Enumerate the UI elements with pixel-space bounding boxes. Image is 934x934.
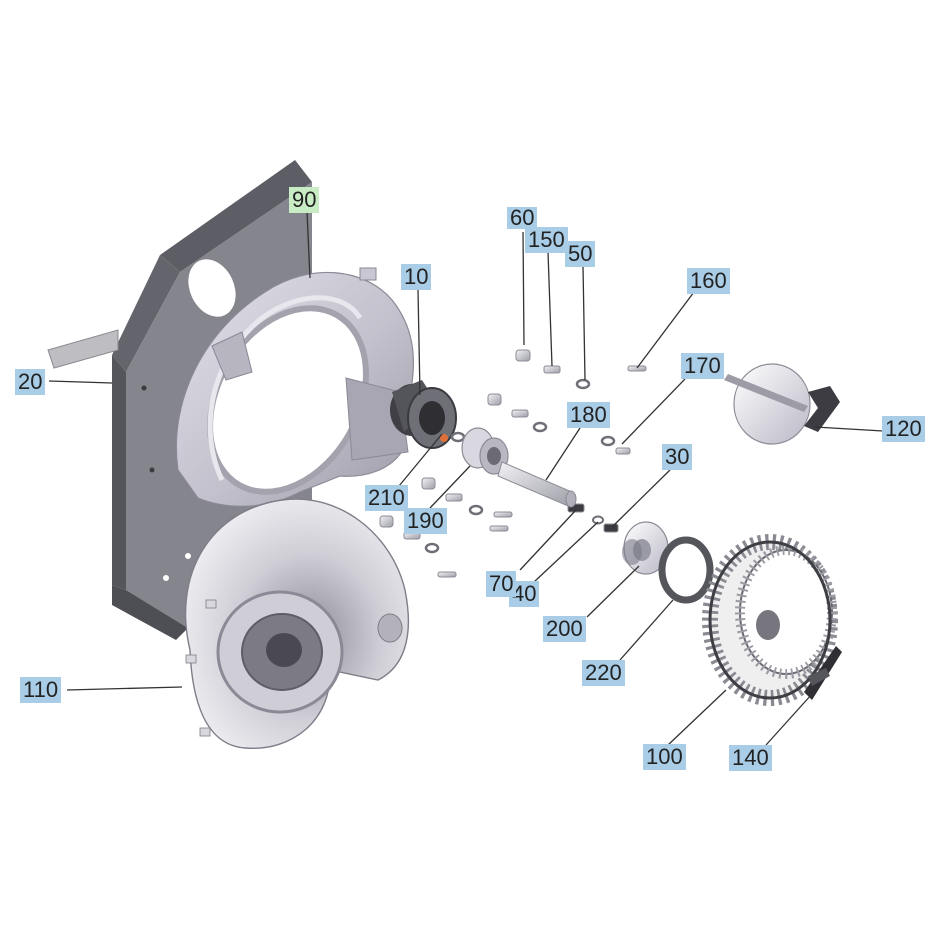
callout-170[interactable]: 170 xyxy=(681,353,724,379)
callout-30[interactable]: 30 xyxy=(662,444,693,470)
callout-110[interactable]: 110 xyxy=(20,677,62,703)
callout-220[interactable]: 220 xyxy=(582,660,625,686)
leader-lines xyxy=(48,211,884,746)
callout-20[interactable]: 20 xyxy=(15,369,46,395)
hub-disc xyxy=(622,521,669,575)
damper-flap xyxy=(724,363,840,445)
callout-100[interactable]: 100 xyxy=(643,744,686,770)
clamp-clip xyxy=(804,646,842,700)
impeller-wheel xyxy=(702,534,838,706)
motor-flange xyxy=(390,380,457,449)
callout-90[interactable]: 90 xyxy=(289,187,320,213)
callout-160[interactable]: 160 xyxy=(687,268,730,294)
sealing-ring xyxy=(440,434,448,442)
callout-200[interactable]: 200 xyxy=(543,616,586,642)
baffle-plate xyxy=(47,329,119,369)
callout-10[interactable]: 10 xyxy=(401,264,432,290)
shaft xyxy=(497,461,577,508)
front-housing xyxy=(184,498,409,749)
callout-140[interactable]: 140 xyxy=(729,745,772,771)
callout-190[interactable]: 190 xyxy=(404,508,447,534)
callout-210[interactable]: 210 xyxy=(365,485,408,511)
rear-housing xyxy=(175,267,415,507)
callout-180[interactable]: 180 xyxy=(567,402,610,428)
callout-70[interactable]: 70 xyxy=(486,571,517,597)
callout-50[interactable]: 50 xyxy=(565,241,596,267)
callout-150[interactable]: 150 xyxy=(525,227,568,253)
callout-120[interactable]: 120 xyxy=(882,416,925,442)
callout-60[interactable]: 60 xyxy=(507,207,538,229)
retaining-ring xyxy=(658,536,714,604)
bracket-hole xyxy=(188,259,236,317)
